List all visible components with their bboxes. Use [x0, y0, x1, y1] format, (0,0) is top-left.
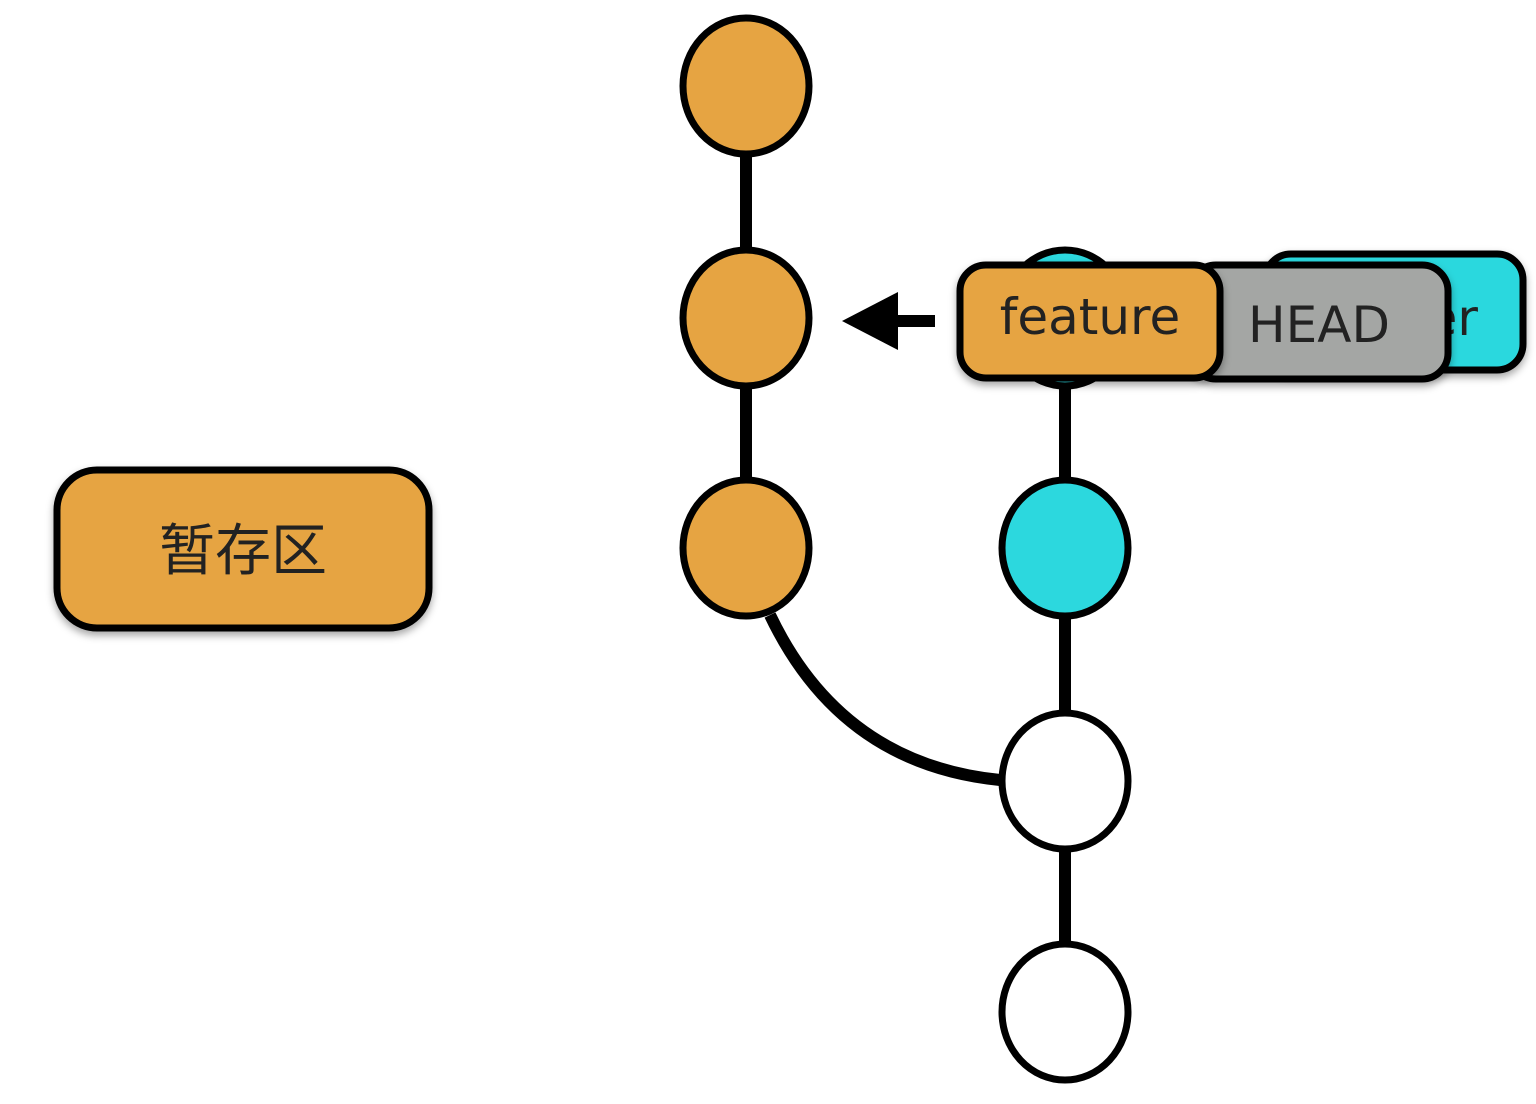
stash-area-label: 暂存区 — [159, 519, 327, 584]
edge-stash-3-base-1 — [764, 612, 1001, 786]
commit-branch-2[interactable] — [998, 476, 1132, 620]
stash-area-box — [53, 466, 433, 632]
feature-label-text: feature — [1000, 288, 1181, 346]
commit-base-2[interactable] — [998, 940, 1132, 1084]
commit-base-1[interactable] — [998, 709, 1132, 853]
commit-stash-3[interactable] — [679, 476, 813, 620]
commit-stash-1[interactable] — [679, 14, 813, 158]
head-label-text: HEAD — [1248, 296, 1390, 354]
commit-graph-edges — [740, 150, 1071, 948]
branch-label-feature[interactable]: feature — [956, 261, 1224, 382]
feature-label-box — [956, 261, 1224, 382]
commit-nodes — [679, 14, 1132, 1084]
branch-label-head[interactable]: HEAD — [1186, 261, 1452, 383]
commit-stash-2[interactable] — [679, 246, 813, 390]
left-arrow-icon — [842, 292, 935, 350]
stash-area: 暂存区 — [53, 466, 433, 632]
